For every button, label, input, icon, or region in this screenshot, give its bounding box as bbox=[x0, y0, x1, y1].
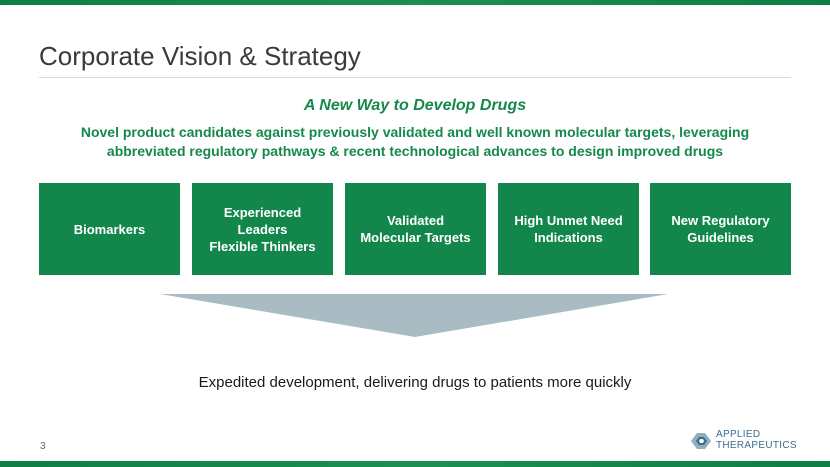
slide-title: Corporate Vision & Strategy bbox=[39, 41, 361, 71]
title-divider bbox=[39, 77, 791, 78]
result-statement: Expedited development, delivering drugs … bbox=[198, 374, 632, 391]
applied-therapeutics-logo-mark-icon bbox=[691, 433, 711, 449]
funnel-arrow bbox=[160, 294, 668, 337]
pillar-boxes: Biomarkers Experienced Leaders Flexible … bbox=[39, 183, 791, 275]
bottom-accent-bar bbox=[0, 461, 830, 467]
pillar-unmet-need: High Unmet Need Indications bbox=[498, 183, 639, 275]
pillar-experienced-leaders: Experienced Leaders Flexible Thinkers bbox=[192, 183, 333, 275]
slide-subtitle: A New Way to Develop Drugs bbox=[303, 97, 527, 114]
pillar-validated-targets: Validated Molecular Targets bbox=[345, 183, 486, 275]
page-number: 3 bbox=[40, 441, 46, 452]
pillar-regulatory-guidelines: New Regulatory Guidelines bbox=[650, 183, 791, 275]
company-logo: APPLIED THERAPEUTICS bbox=[689, 429, 809, 453]
logo-text: APPLIED THERAPEUTICS bbox=[716, 429, 797, 451]
slide-description: Novel product candidates against previou… bbox=[80, 124, 750, 159]
top-accent-bar bbox=[0, 0, 830, 5]
pillar-biomarkers: Biomarkers bbox=[39, 183, 180, 275]
